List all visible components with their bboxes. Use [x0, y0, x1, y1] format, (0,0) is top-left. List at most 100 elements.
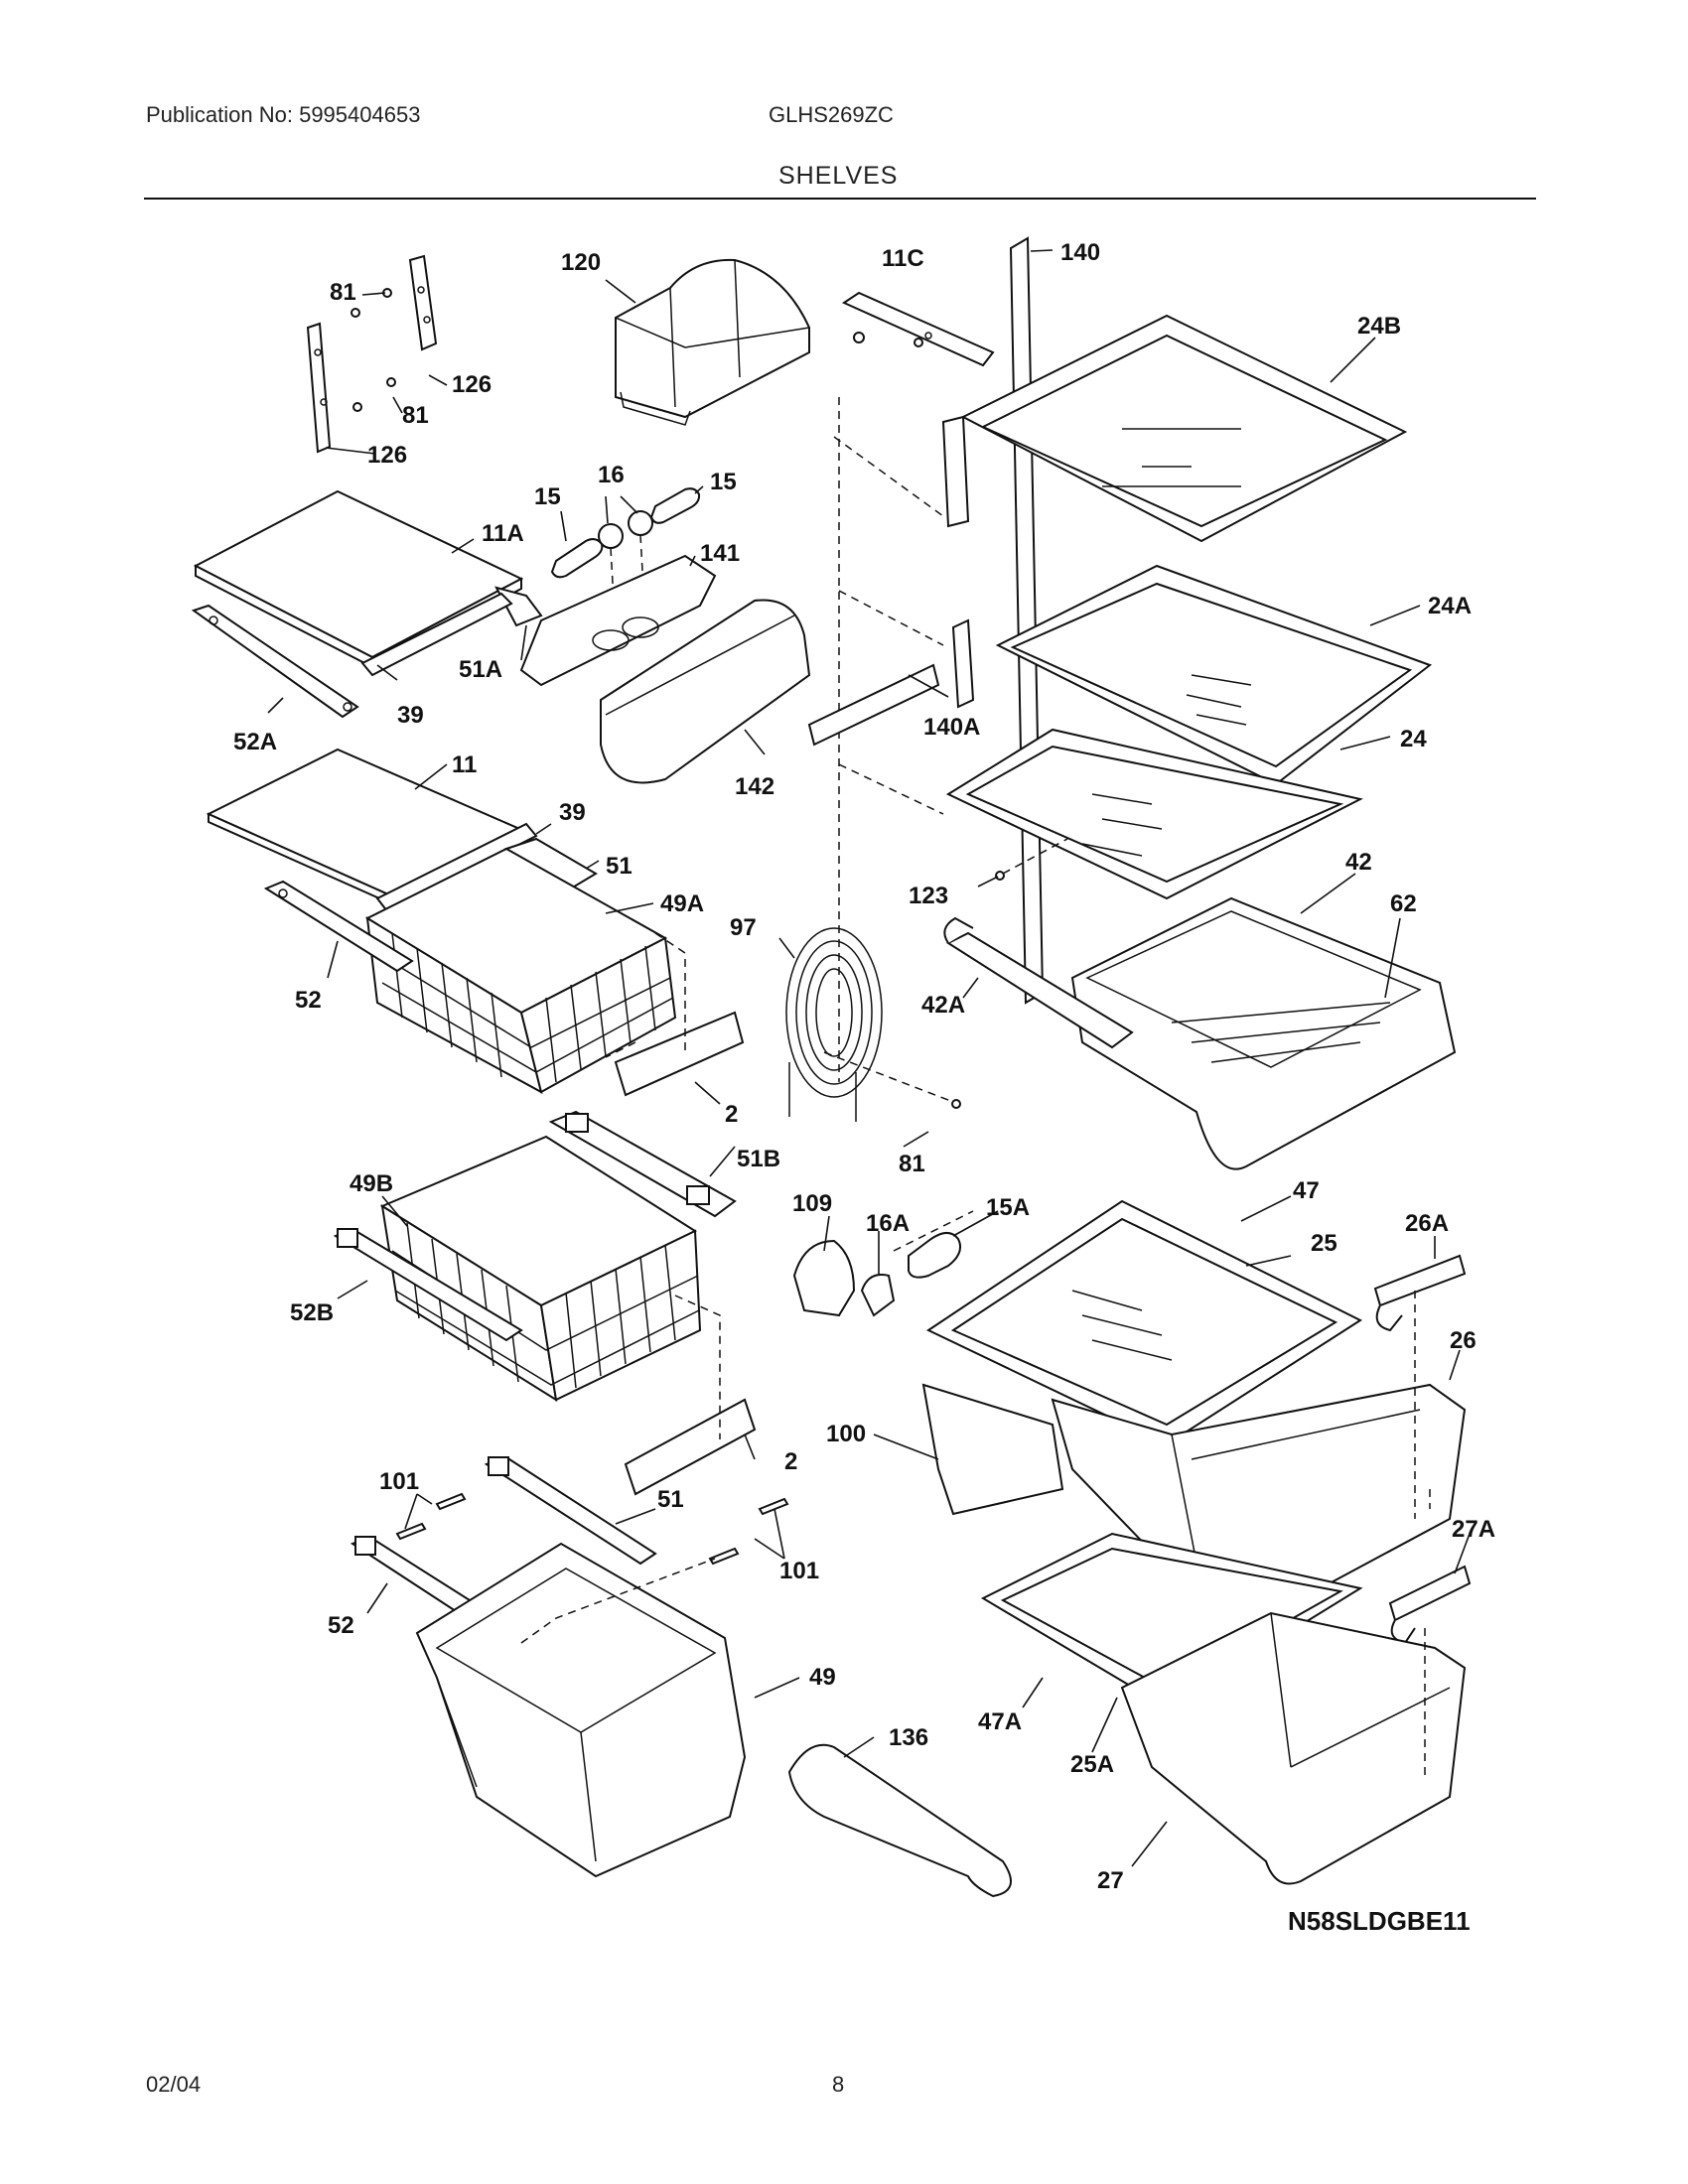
drawer-27 — [1120, 1611, 1467, 1885]
crisper-pan-42-62 — [1070, 896, 1457, 1170]
rail-140 — [1009, 236, 1045, 1005]
rail-51b — [548, 1110, 737, 1218]
rail-51-lower — [484, 1455, 657, 1566]
socket-16a — [860, 1274, 896, 1317]
callout-49a: 49A — [660, 890, 704, 917]
callout-16: 16 — [598, 462, 625, 488]
callout-141: 141 — [700, 540, 740, 567]
guide-49a — [605, 932, 686, 1058]
callout-120: 120 — [561, 249, 601, 276]
callout-51b: 51B — [737, 1146, 780, 1172]
callout-126-lower: 126 — [367, 442, 407, 469]
callout-140: 140 — [1060, 239, 1100, 266]
callout-51-lower: 51 — [657, 1486, 684, 1513]
shelf-24a — [951, 564, 1433, 786]
screw-81-center — [853, 332, 923, 347]
callout-24a: 24A — [1428, 593, 1472, 619]
bracket-126-lower — [306, 322, 332, 454]
callout-27a: 27A — [1452, 1516, 1495, 1543]
publication-date: 02/04 — [146, 2072, 202, 2097]
callout-101-right: 101 — [779, 1558, 819, 1584]
callout-labels: 81 120 11C 140 24B 126 81 126 15 16 15 1… — [233, 239, 1495, 1894]
bracket-11c — [841, 291, 995, 367]
page-number: 8 — [832, 2072, 845, 2097]
model-number: GLHS269ZC — [769, 102, 894, 127]
callout-51a: 51A — [459, 656, 502, 683]
guide-26 — [1414, 1291, 1431, 1519]
light-bulb-15-left — [550, 538, 604, 579]
shelf-24 — [945, 728, 1363, 900]
callout-140a: 140A — [923, 714, 980, 741]
callout-142: 142 — [735, 773, 774, 800]
callout-52a: 52A — [233, 729, 277, 755]
callout-2-upper: 2 — [725, 1101, 738, 1128]
rail-52a — [191, 604, 359, 719]
trim-2-upper — [614, 1011, 745, 1097]
callout-26a: 26A — [1405, 1210, 1449, 1237]
header-rule — [144, 198, 1536, 200]
crisper-pan-49 — [415, 1542, 747, 1878]
bar-140a — [807, 663, 940, 747]
callout-25: 25 — [1311, 1230, 1337, 1257]
light-shield-142 — [600, 599, 811, 784]
callout-11c: 11C — [882, 245, 924, 272]
callout-52-lower: 52 — [328, 1612, 354, 1639]
callout-47a: 47A — [978, 1708, 1022, 1735]
rail-42a — [943, 916, 1134, 1049]
rail-52b — [333, 1227, 523, 1342]
callout-81-upper: 81 — [402, 402, 429, 429]
callout-11: 11 — [452, 751, 477, 778]
shelf-47-25 — [925, 1199, 1363, 1446]
rail-39-upper — [360, 592, 513, 677]
callout-15-left: 15 — [534, 483, 561, 510]
callout-97: 97 — [730, 914, 757, 941]
callout-109: 109 — [792, 1190, 832, 1217]
callout-24b: 24B — [1357, 313, 1401, 340]
guide-49 — [520, 1558, 716, 1644]
callout-51-upper: 51 — [606, 853, 633, 880]
leader-lines — [267, 249, 1471, 1867]
wire-harness-97 — [785, 927, 883, 1122]
screw-101-left — [395, 1492, 467, 1541]
callout-24: 24 — [1400, 726, 1427, 752]
callout-39-upper: 39 — [397, 702, 424, 729]
callout-49b: 49B — [350, 1170, 393, 1197]
callout-52: 52 — [295, 987, 322, 1014]
callout-101-left: 101 — [379, 1468, 419, 1495]
rail-52 — [263, 880, 414, 973]
callout-42: 42 — [1345, 849, 1372, 876]
bracket-126-upper — [408, 254, 438, 351]
publication-number: Publication No: 5995404653 — [146, 102, 421, 127]
callout-136: 136 — [889, 1724, 928, 1751]
shelf-24b — [941, 314, 1408, 543]
screw-81-mid — [823, 1051, 961, 1109]
shelf-47a-25a — [980, 1532, 1363, 1709]
callout-11a: 11A — [482, 520, 524, 547]
callout-16a: 16A — [866, 1210, 910, 1237]
light-bulb-15a — [908, 1232, 961, 1279]
callout-81: 81 — [330, 279, 356, 306]
panel-100 — [921, 1383, 1064, 1516]
light-housing-141 — [519, 554, 717, 687]
guide-light — [893, 1210, 974, 1252]
door-bin-120 — [615, 258, 810, 426]
callout-42a: 42A — [921, 992, 965, 1019]
diagram-code: N58SLDGBE11 — [1288, 1906, 1471, 1936]
section-title: SHELVES — [778, 162, 899, 190]
trim-2-lower — [624, 1398, 757, 1496]
callout-62: 62 — [1390, 890, 1417, 917]
handle-136 — [787, 1743, 1012, 1898]
callout-15a: 15A — [986, 1194, 1030, 1221]
callout-52b: 52B — [290, 1299, 334, 1326]
callout-47: 47 — [1293, 1177, 1320, 1204]
callout-39-lower: 39 — [559, 799, 586, 826]
screw-123 — [995, 838, 1068, 881]
bracket-27a — [1388, 1565, 1472, 1645]
callout-27: 27 — [1097, 1867, 1124, 1894]
rail-39-lower — [375, 822, 538, 913]
callout-26: 26 — [1450, 1327, 1477, 1354]
callout-126-upper: 126 — [452, 371, 492, 398]
callout-2-lower: 2 — [784, 1448, 797, 1475]
callout-15-right: 15 — [710, 469, 737, 495]
